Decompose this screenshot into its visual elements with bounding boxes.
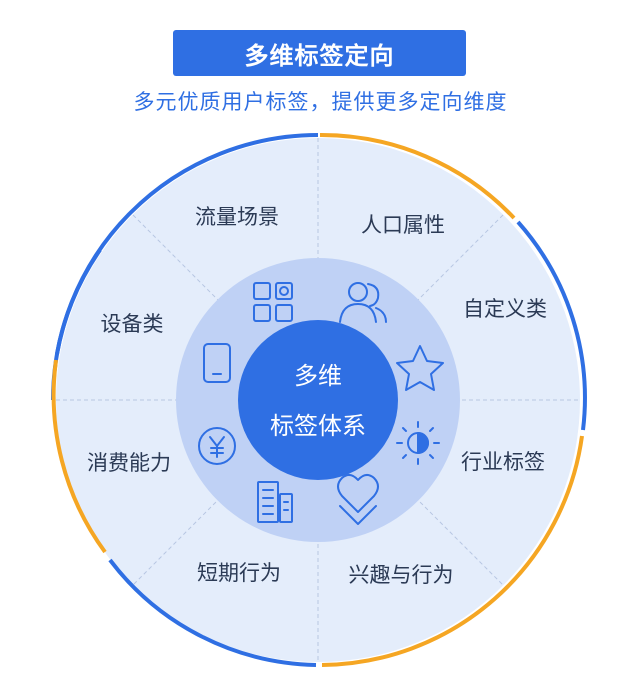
center-line2: 标签体系 (270, 412, 366, 440)
arc-right-blue (516, 220, 587, 431)
arc-left-blue (55, 248, 102, 355)
title-banner: 多维标签定向 (173, 30, 466, 76)
users-icon (339, 282, 387, 323)
building-icon (257, 481, 293, 523)
segment-label-consumption: 消费能力 (87, 451, 171, 475)
yen-icon (198, 427, 236, 465)
arc-bottom-right-orange (321, 435, 584, 667)
arc-top-right-orange (319, 132, 516, 220)
segment-label-custom: 自定义类 (463, 297, 547, 321)
center-line1: 多维 (294, 362, 342, 390)
segment-label-traffic-scene: 流量场景 (195, 205, 279, 229)
arc-left-orange (51, 359, 107, 554)
segment-label-demographics: 人口属性 (361, 213, 445, 237)
segment-label-short-term: 短期行为 (197, 561, 281, 585)
arc-bottom-left-blue (108, 558, 317, 667)
diagram-subtitle: 多元优质用户标签，提供更多定向维度 (133, 90, 508, 114)
segment-label-device: 设备类 (101, 312, 164, 336)
outer-arcs (51, 132, 587, 667)
grid-icon (253, 282, 293, 322)
sun-icon (396, 421, 440, 465)
star-icon (396, 345, 444, 391)
phone-icon (203, 343, 231, 383)
center-circle (238, 320, 398, 480)
diagram-title: 多维标签定向 (244, 41, 395, 70)
segment-label-interest-behavior: 兴趣与行为 (349, 563, 454, 587)
heart-icon (337, 474, 379, 525)
segment-label-industry: 行业标签 (461, 450, 545, 474)
